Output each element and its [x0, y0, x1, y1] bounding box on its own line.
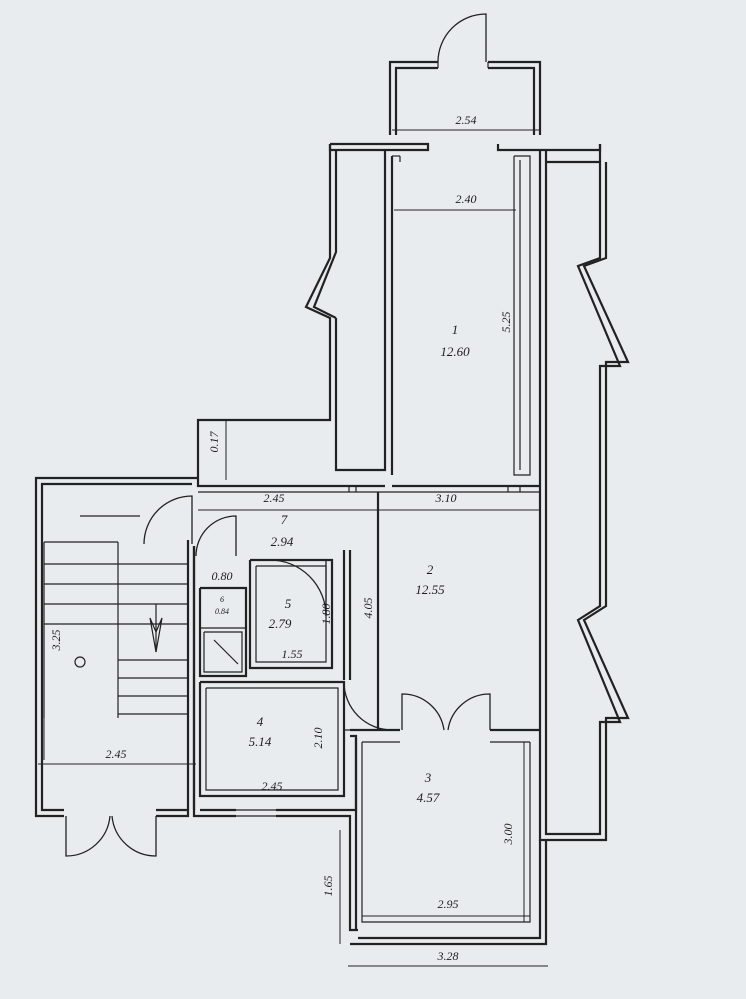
dim-wall-offset: 0.17 — [207, 431, 221, 453]
room-4-area: 5.14 — [249, 734, 272, 749]
dim-stair-width: 2.45 — [106, 747, 127, 761]
walls — [34, 60, 630, 946]
room-3-number: 3 — [424, 770, 432, 785]
dim-corridor-right: 3.10 — [435, 491, 457, 505]
dim-room6-width: 0.80 — [212, 569, 233, 583]
dim-room1-width: 2.40 — [456, 192, 477, 206]
dim-room3-width: 2.95 — [438, 897, 459, 911]
room-5-area: 2.79 — [269, 616, 292, 631]
dim-room3-height: 3.00 — [501, 824, 515, 846]
dim-entry-width: 2.54 — [456, 113, 477, 127]
room-5-number: 5 — [285, 596, 292, 611]
dim-room2-height: 4.05 — [361, 598, 375, 619]
dim-stair-length: 3.25 — [49, 630, 63, 652]
room-labels: 1 12.60 2 12.55 3 4.57 4 5.14 5 2.79 6 0… — [215, 322, 470, 805]
staircase — [43, 515, 188, 718]
dim-room5-width: 1.55 — [282, 647, 303, 661]
room-4-number: 4 — [257, 714, 264, 729]
dim-room5-height: 1.80 — [319, 604, 333, 625]
dim-room1-length: 5.25 — [499, 312, 513, 333]
dim-room4-height: 2.10 — [311, 728, 325, 749]
room-7-area: 2.94 — [271, 534, 294, 549]
room-6-number: 6 — [220, 595, 224, 604]
doors — [65, 13, 491, 857]
room-1-number: 1 — [452, 322, 459, 337]
dim-room4-width: 2.45 — [262, 779, 283, 793]
dim-room3-outer-width: 3.28 — [437, 949, 459, 963]
room-2-number: 2 — [427, 562, 434, 577]
room-7-number: 7 — [281, 512, 288, 527]
room-3-area: 4.57 — [417, 790, 440, 805]
dim-room3-offset: 1.65 — [321, 876, 335, 897]
dimension-labels: 2.54 2.40 5.25 0.17 2.45 3.10 0.80 1.80 … — [49, 113, 515, 963]
room-2-area: 12.55 — [415, 582, 445, 597]
room-1-area: 12.60 — [440, 344, 470, 359]
room-6-area: 0.84 — [215, 607, 229, 616]
dimension-lines — [38, 129, 548, 967]
dim-corridor-left: 2.45 — [264, 491, 285, 505]
